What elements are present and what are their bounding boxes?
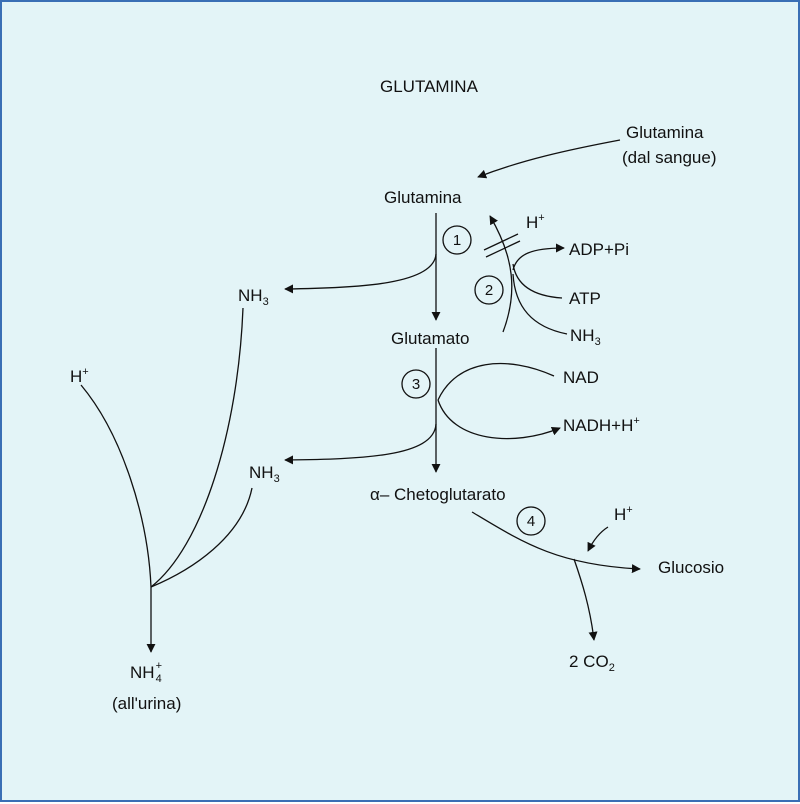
arrow-step4-co2 bbox=[573, 558, 598, 641]
atp-label: ATP bbox=[569, 289, 601, 308]
arrow-step4-hplus bbox=[587, 526, 609, 552]
nadh-label: NADH+H+ bbox=[563, 415, 640, 435]
arrow-step2-back bbox=[489, 215, 513, 333]
curve-step2-atp bbox=[512, 263, 563, 299]
arrow-step3-nadh bbox=[437, 399, 561, 440]
arrow-akg-to-glucose bbox=[471, 511, 641, 574]
alpha-ketoglutarate-label: α– Chetoglutarato bbox=[370, 485, 506, 504]
nh3-step2: NH3 bbox=[570, 326, 601, 348]
curve-nh3-step3-down bbox=[150, 487, 253, 588]
step-number-2: 2 bbox=[484, 282, 494, 299]
adp-pi-label: ADP+Pi bbox=[569, 240, 629, 259]
nh3-step3: NH3 bbox=[249, 463, 280, 485]
urine-label: (all'urina) bbox=[112, 694, 182, 713]
arrow-blood-to-glutamine bbox=[477, 139, 621, 179]
step-circle-3 bbox=[401, 369, 431, 399]
curve-step3-nad bbox=[437, 362, 555, 401]
glutamate-label: Glutamato bbox=[391, 329, 470, 348]
inhibition-mark-1 bbox=[483, 233, 519, 251]
step-number-3: 3 bbox=[411, 376, 421, 393]
inhibition-mark-2 bbox=[485, 240, 521, 258]
nh3-step1: NH3 bbox=[238, 286, 269, 308]
blood-glutamine-label: Glutamina bbox=[626, 123, 704, 142]
step-circle-2 bbox=[474, 275, 504, 305]
blood-glutamine-source: (dal sangue) bbox=[622, 148, 717, 167]
step-circle-4 bbox=[516, 506, 546, 536]
nh4-label: NH+4 bbox=[130, 660, 162, 685]
curve-step2-nh3 bbox=[512, 273, 568, 335]
h-plus-step2: H+ bbox=[526, 212, 545, 232]
nad-label: NAD bbox=[563, 368, 599, 387]
curve-nh3-step1-down bbox=[150, 307, 244, 588]
arrow-step1-nh3 bbox=[284, 253, 437, 294]
step-number-4: 4 bbox=[526, 513, 536, 530]
h-plus-urine: H+ bbox=[70, 366, 89, 386]
arrow-step2-adp bbox=[512, 243, 565, 271]
step-circle-1 bbox=[442, 225, 472, 255]
arrow-step3-nh3 bbox=[284, 423, 437, 465]
curve-hplus-down bbox=[80, 384, 152, 588]
step-number-1: 1 bbox=[452, 232, 462, 249]
glutamine-label: Glutamina bbox=[384, 188, 462, 207]
diagram-title: GLUTAMINA bbox=[380, 77, 478, 96]
h-plus-step4: H+ bbox=[614, 504, 633, 524]
glucose-label: Glucosio bbox=[658, 558, 725, 577]
co2-label: 2 CO2 bbox=[569, 652, 615, 674]
